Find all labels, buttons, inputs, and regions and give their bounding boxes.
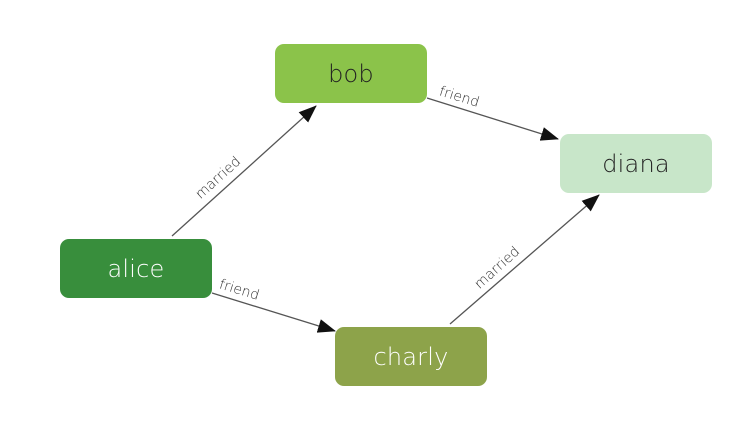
edge-line-alice-bob [171,105,317,237]
edge-line-charly-diana [449,194,600,325]
edge-line-bob-diana [426,97,559,141]
node-diana[interactable]: diana [560,134,712,193]
edge-label-alice-charly: friend [217,277,261,304]
edge-charly-diana[interactable]: married [449,194,600,325]
edge-line-alice-charly [211,292,336,333]
edge-bob-diana[interactable]: friend [426,84,559,141]
edge-label-bob-diana: friend [437,84,481,111]
node-alice[interactable]: alice [60,239,212,298]
node-bob[interactable]: bob [275,44,427,103]
edge-alice-charly[interactable]: friend [211,277,336,333]
node-charly[interactable]: charly [335,327,487,386]
edge-alice-bob[interactable]: married [171,105,317,237]
